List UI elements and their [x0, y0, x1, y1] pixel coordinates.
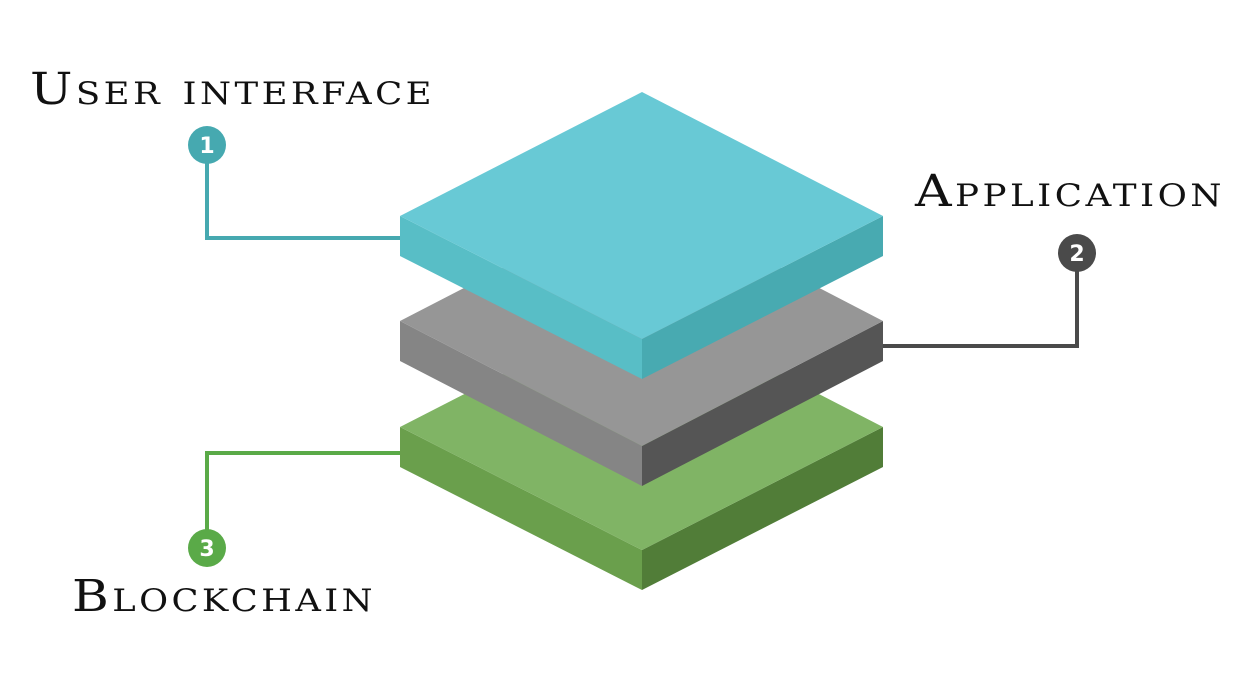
label-user-interface: User interface — [30, 64, 435, 115]
badge-2: 2 — [1058, 234, 1096, 272]
badge-3-number: 3 — [199, 537, 214, 562]
badge-1-number: 1 — [199, 134, 214, 159]
user-interface-slab — [400, 92, 883, 379]
badge-3: 3 — [188, 529, 226, 567]
label-application: Application — [914, 166, 1225, 217]
badge-2-number: 2 — [1069, 242, 1084, 267]
label-blockchain: Blockchain — [72, 571, 376, 622]
connector-line-1 — [205, 150, 402, 240]
badge-1: 1 — [188, 126, 226, 164]
connector-line-3 — [205, 451, 402, 545]
connector-line-2 — [881, 258, 1079, 348]
